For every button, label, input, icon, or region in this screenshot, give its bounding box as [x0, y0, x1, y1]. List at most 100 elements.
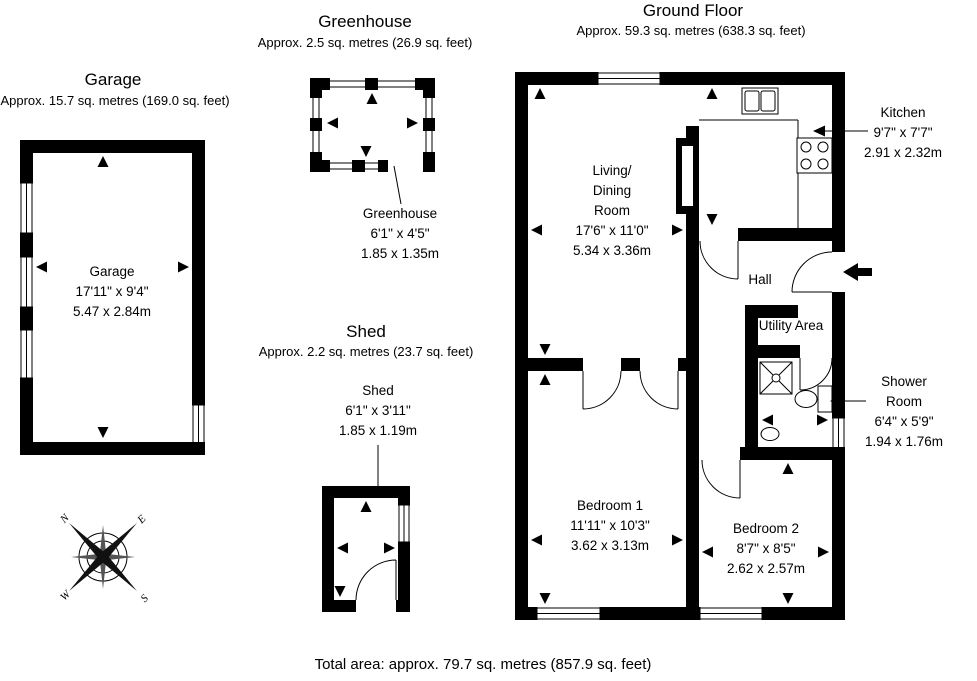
ground-floor-title: Ground Floor	[642, 1, 744, 20]
room-name: Room	[885, 394, 923, 409]
room-name: Kitchen	[880, 105, 926, 120]
house-door-arcs	[582, 240, 833, 499]
room-dims-metric: 5.34 x 3.36m	[572, 243, 652, 258]
dimension-arrow	[337, 542, 348, 554]
dimension-arrow	[539, 374, 551, 385]
total-area-text: Total area: approx. 79.7 sq. metres (857…	[314, 656, 652, 673]
shower-room-fixtures	[759, 361, 833, 441]
room-dims-imperial: 6'1" x 4'5"	[370, 226, 430, 241]
dimension-arrow	[178, 261, 189, 273]
room-dims-metric: 2.91 x 2.32m	[863, 145, 943, 160]
dimension-arrow	[782, 593, 794, 604]
shed-title: Shed	[346, 322, 386, 341]
dimension-arrow	[531, 534, 542, 546]
dimension-arrow	[762, 414, 773, 426]
room-dims-imperial: 17'11" x 9'4"	[75, 284, 149, 299]
dimension-arrow	[327, 117, 338, 129]
room-dims-imperial: 6'1" x 3'11"	[345, 403, 411, 418]
room-dims-imperial: 11'11" x 10'3"	[570, 518, 650, 533]
sink-icon	[741, 87, 779, 115]
counter-line	[699, 119, 799, 228]
kitchen-fixtures	[699, 87, 833, 228]
dimension-arrow	[360, 146, 372, 157]
toilet-icon	[794, 385, 833, 413]
chimney-recess	[682, 146, 693, 206]
dimension-arrow	[334, 586, 346, 597]
garage-title: Garage	[84, 70, 142, 89]
room-dims-metric: 3.62 x 3.13m	[570, 538, 650, 553]
dimension-arrow	[36, 261, 47, 273]
room-dims-metric: 2.62 x 2.57m	[726, 561, 806, 576]
room-name: Greenhouse	[362, 206, 438, 221]
room-name: Shed	[362, 383, 394, 398]
dimension-arrow	[817, 414, 828, 426]
hall-label: Hall	[748, 270, 771, 290]
dimension-arrow	[539, 593, 551, 604]
room-dims-metric: 1.85 x 1.35m	[360, 246, 440, 261]
room-name: Living/	[592, 163, 632, 178]
room-dims-imperial: 6'4" x 5'9"	[874, 414, 934, 429]
room-name: Garage	[89, 264, 135, 279]
greenhouse-room-label: Greenhouse 6'1" x 4'5" 1.85 x 1.35m	[361, 204, 439, 264]
compass-south-label: S	[139, 592, 152, 605]
shower-label-arrow	[830, 395, 866, 407]
room-name: Bedroom 2	[732, 521, 800, 536]
room-name: Bedroom 1	[576, 498, 644, 513]
dimension-arrow	[531, 224, 542, 236]
dimension-arrow	[97, 156, 109, 167]
compass-west-label: W	[58, 588, 74, 604]
shed-door-arc	[355, 559, 397, 601]
dimension-arrow	[360, 501, 372, 512]
dimension-arrow	[366, 93, 378, 104]
room-dims-metric: 1.94 x 1.76m	[864, 434, 944, 449]
dimension-arrow	[782, 463, 794, 474]
cooktop-icon	[796, 137, 833, 174]
room-dims-metric: 5.47 x 2.84m	[72, 304, 152, 319]
dimension-arrow	[407, 117, 418, 129]
utility-area-label: Utility Area	[759, 316, 824, 336]
shed-walls	[322, 486, 410, 612]
shed-area-text: Approx. 2.2 sq. metres (23.7 sq. feet)	[258, 344, 474, 359]
house-windows	[536, 72, 845, 620]
dimension-arrow	[384, 542, 395, 554]
shower-room-label: Shower Room 6'4" x 5'9" 1.94 x 1.76m	[865, 372, 943, 452]
garage-walls	[20, 140, 205, 455]
shed-room-label: Shed 6'1" x 3'11" 1.85 x 1.19m	[339, 381, 417, 441]
kitchen-label-arrow	[813, 125, 868, 137]
dimension-arrow	[818, 546, 829, 558]
bedroom2-label: Bedroom 2 8'7" x 8'5" 2.62 x 2.57m	[727, 519, 805, 579]
dimension-arrow	[539, 344, 551, 355]
room-name: Hall	[748, 272, 772, 287]
dimension-arrow	[706, 214, 718, 225]
greenhouse-leader-line	[393, 165, 402, 205]
kitchen-room-label: Kitchen 9'7" x 7'7" 2.91 x 2.32m	[864, 103, 942, 163]
bedroom1-label: Bedroom 1 11'11" x 10'3" 3.62 x 3.13m	[570, 496, 650, 556]
dimension-arrow	[702, 546, 713, 558]
dimension-arrow	[672, 224, 683, 236]
entrance-arrow-icon	[843, 263, 872, 281]
living-room-label: Living/ Dining Room 17'6" x 11'0" 5.34 x…	[573, 161, 651, 261]
dimension-arrows	[36, 88, 829, 604]
garage-windows	[20, 182, 205, 446]
room-dims-imperial: 8'7" x 8'5"	[736, 541, 796, 556]
compass-north-label: N	[57, 512, 72, 527]
shed-window	[398, 504, 410, 543]
room-name: Dining	[592, 183, 632, 198]
room-name: Room	[593, 203, 631, 218]
greenhouse-frame	[310, 78, 435, 172]
dimension-arrow	[97, 427, 109, 438]
shower-icon	[759, 361, 793, 395]
greenhouse-area-text: Approx. 2.5 sq. metres (26.9 sq. feet)	[257, 35, 473, 50]
house-walls	[515, 72, 845, 620]
room-name: Utility Area	[758, 318, 824, 333]
greenhouse-title: Greenhouse	[318, 12, 412, 31]
room-dims-imperial: 9'7" x 7'7"	[873, 125, 933, 140]
dimension-arrow	[706, 88, 718, 99]
dimension-arrow	[672, 534, 683, 546]
compass-east-label: E	[135, 513, 149, 527]
compass-rose-icon: N E S W	[57, 512, 152, 605]
ground-floor-area-text: Approx. 59.3 sq. metres (638.3 sq. feet)	[576, 23, 806, 38]
basin-icon	[760, 427, 780, 441]
